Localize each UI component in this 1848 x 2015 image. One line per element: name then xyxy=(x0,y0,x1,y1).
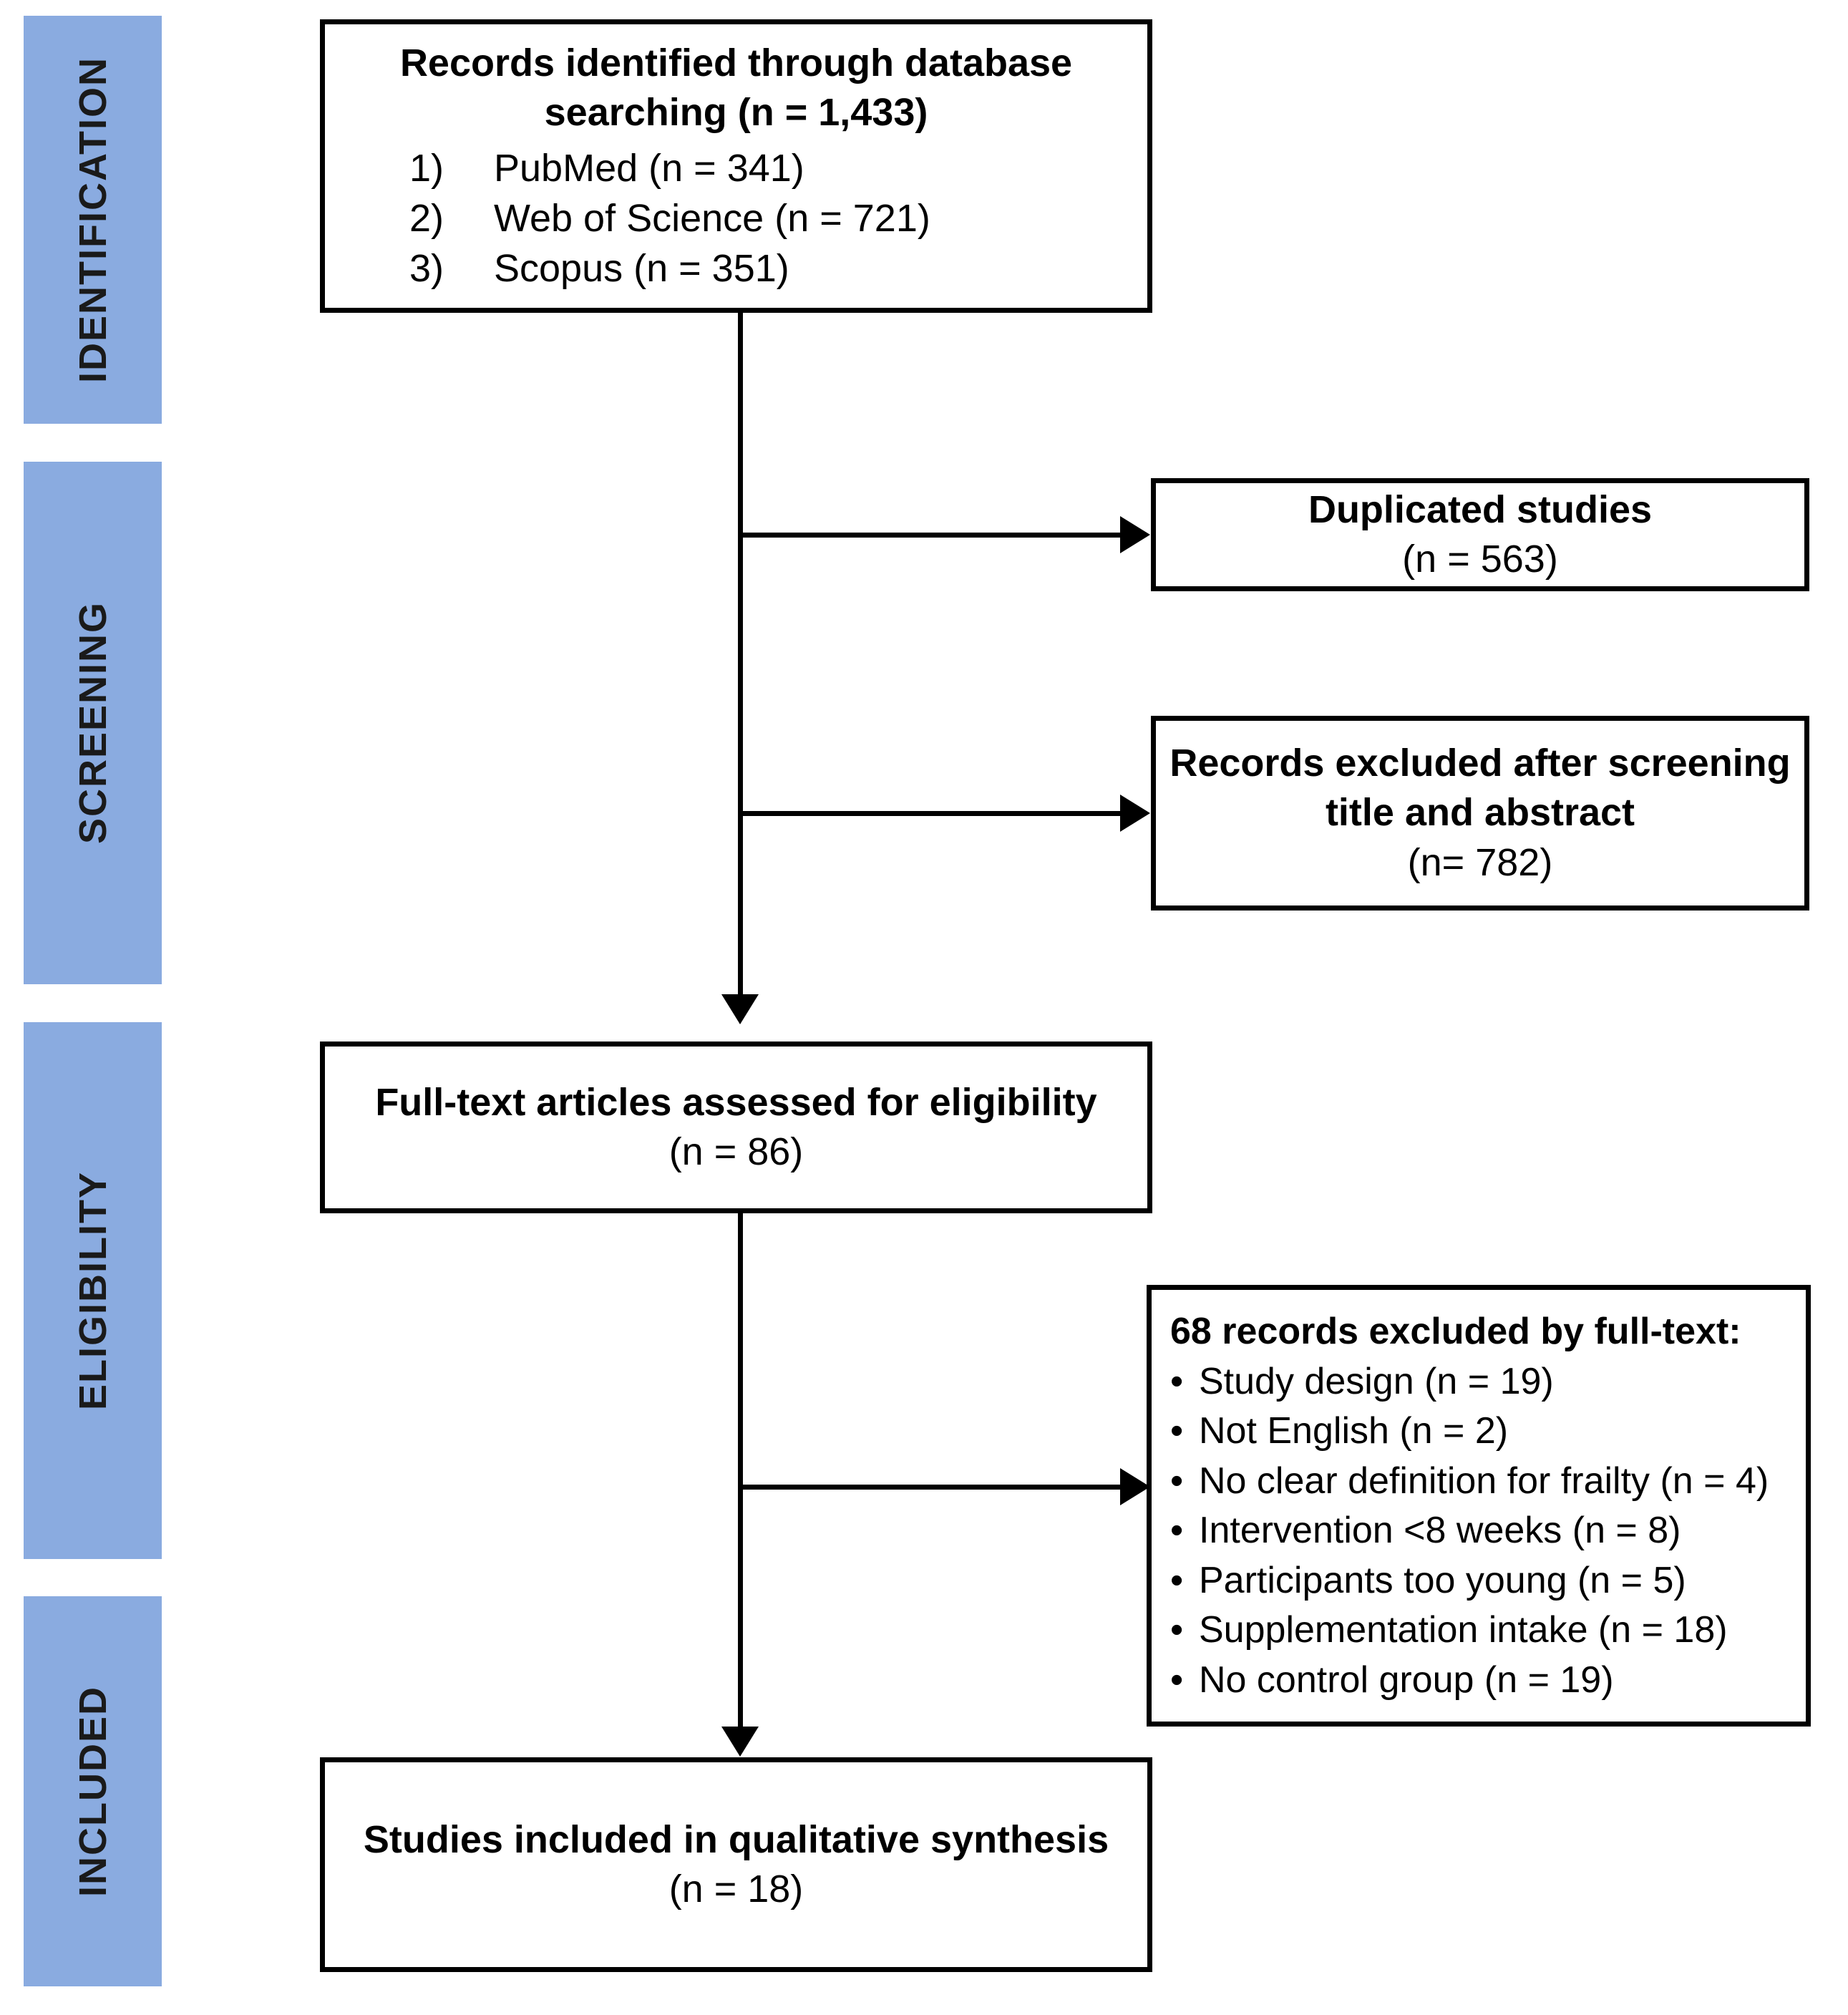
source-number: 3) xyxy=(409,247,444,291)
box-fulltext-assessed: Full-text articles assessed for eligibil… xyxy=(320,1042,1152,1213)
bullet-icon: • xyxy=(1170,1410,1184,1452)
arrow-into-fulltext-excluded-box xyxy=(1120,1468,1150,1505)
source-number: 1) xyxy=(409,146,444,190)
bullet-icon: • xyxy=(1170,1510,1184,1552)
stage-label-screening: SCREENING xyxy=(71,601,115,845)
fulltext-excluded-heading: 68 records excluded by full-text: xyxy=(1170,1311,1741,1352)
list-item: • Participants too young (n = 5) xyxy=(1170,1558,1791,1605)
box-records-identified: Records identified through database sear… xyxy=(320,19,1152,313)
duplicated-studies-count: (n = 563) xyxy=(1402,538,1558,581)
connector-to-duplicates xyxy=(738,533,1120,538)
source-label: PubMed (n = 341) xyxy=(494,146,804,190)
exclusion-reason: No control group (n = 19) xyxy=(1199,1659,1614,1701)
list-item: • Supplementation intake (n = 18) xyxy=(1170,1607,1791,1654)
exclusion-reason: Study design (n = 19) xyxy=(1199,1360,1554,1402)
list-item: • Study design (n = 19) xyxy=(1170,1359,1791,1406)
stage-label-identification: IDENTIFICATION xyxy=(71,57,115,383)
duplicated-studies-title: Duplicated studies xyxy=(1308,487,1653,531)
connector-trunk-eligibility-to-included xyxy=(738,1213,743,1727)
box-duplicated-studies: Duplicated studies (n = 563) xyxy=(1151,478,1809,591)
arrow-into-screened-out-box xyxy=(1120,795,1150,832)
stage-bar-eligibility: ELIGIBILITY xyxy=(24,1022,162,1559)
fulltext-exclusion-reason-list: • Study design (n = 19) • Not English (n… xyxy=(1152,1359,1806,1707)
list-item: • No clear definition for frailty (n = 4… xyxy=(1170,1458,1791,1505)
list-item: • No control group (n = 19) xyxy=(1170,1657,1791,1704)
studies-included-count: (n = 18) xyxy=(668,1868,804,1910)
bullet-icon: • xyxy=(1170,1559,1184,1601)
exclusion-reason: Intervention <8 weeks (n = 8) xyxy=(1199,1510,1681,1552)
records-excluded-screening-count: (n= 782) xyxy=(1407,840,1553,884)
fulltext-assessed-title: Full-text articles assessed for eligibil… xyxy=(375,1080,1097,1124)
exclusion-reason: No clear definition for frailty (n = 4) xyxy=(1199,1460,1769,1502)
arrow-into-fulltext-box xyxy=(721,994,759,1024)
connector-to-fulltext-excluded xyxy=(738,1485,1120,1490)
records-excluded-screening-title: Records excluded after screening title a… xyxy=(1169,742,1791,835)
database-source-list: 1) PubMed (n = 341) 2) Web of Science (n… xyxy=(325,143,1147,294)
exclusion-reason: Participants too young (n = 5) xyxy=(1199,1559,1686,1601)
arrow-into-duplicates-box xyxy=(1120,516,1150,553)
list-item: • Not English (n = 2) xyxy=(1170,1408,1791,1455)
records-identified-title: Records identified through database sear… xyxy=(399,41,1073,134)
stage-label-eligibility: ELIGIBILITY xyxy=(71,1170,115,1410)
stage-bar-identification: IDENTIFICATION xyxy=(24,16,162,424)
box-records-excluded-screening: Records excluded after screening title a… xyxy=(1151,716,1809,911)
exclusion-reason: Supplementation intake (n = 18) xyxy=(1199,1609,1728,1651)
stage-bar-included: INCLUDED xyxy=(24,1596,162,1986)
list-item: 3) Scopus (n = 351) xyxy=(325,243,1147,293)
list-item: • Intervention <8 weeks (n = 8) xyxy=(1170,1507,1791,1555)
connector-to-screened-out xyxy=(738,811,1120,816)
exclusion-reason: Not English (n = 2) xyxy=(1199,1410,1509,1452)
stage-label-included: INCLUDED xyxy=(71,1686,115,1897)
list-item: 1) PubMed (n = 341) xyxy=(325,143,1147,193)
source-label: Web of Science (n = 721) xyxy=(494,197,930,241)
box-fulltext-excluded: 68 records excluded by full-text: • Stud… xyxy=(1147,1285,1811,1727)
stage-bar-screening: SCREENING xyxy=(24,462,162,984)
list-item: 2) Web of Science (n = 721) xyxy=(325,193,1147,243)
source-label: Scopus (n = 351) xyxy=(494,247,789,291)
source-number: 2) xyxy=(409,197,444,241)
bullet-icon: • xyxy=(1170,1659,1184,1701)
bullet-icon: • xyxy=(1170,1460,1184,1502)
arrow-into-included-box xyxy=(721,1727,759,1757)
bullet-icon: • xyxy=(1170,1609,1184,1651)
box-studies-included: Studies included in qualitative synthesi… xyxy=(320,1757,1152,1972)
bullet-icon: • xyxy=(1170,1360,1184,1402)
connector-trunk-identification-to-eligibility xyxy=(738,313,743,994)
fulltext-assessed-count: (n = 86) xyxy=(668,1130,804,1173)
studies-included-title: Studies included in qualitative synthesi… xyxy=(363,1817,1109,1861)
